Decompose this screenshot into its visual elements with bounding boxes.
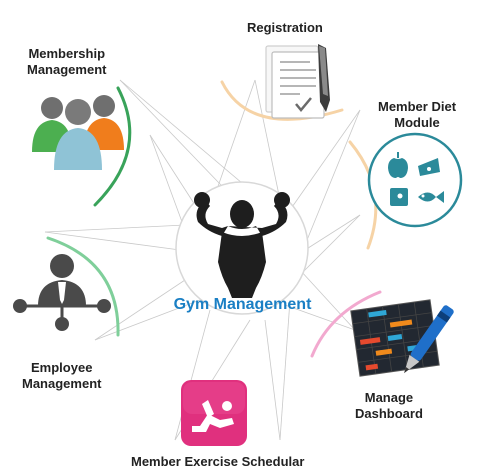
employee-arc	[46, 236, 120, 337]
exercise-label: Member Exercise Schedular	[131, 454, 305, 469]
diet-label: Member Diet Module	[378, 99, 456, 131]
exercise-app-icon	[181, 380, 247, 446]
dashboard-label: Manage Dashboard	[355, 390, 423, 422]
dashboard-label-line1: Manage	[364, 390, 414, 405]
membership-label-line2: Management	[27, 62, 107, 77]
people-group-icon	[32, 95, 124, 170]
diet-label-line1: Member Diet	[378, 99, 457, 114]
bodybuilder-icon	[194, 192, 290, 298]
dashboard-arc	[310, 290, 382, 358]
center-title: Gym Management	[173, 296, 312, 313]
food-groups-icon	[367, 132, 463, 228]
membership-label: Membership Management	[27, 46, 106, 78]
dashboard-label-line2: Dashboard	[355, 406, 423, 421]
membership-label-line1: Membership	[28, 46, 106, 61]
diet-label-line2: Module	[394, 115, 440, 130]
employee-network-icon	[13, 254, 111, 331]
employee-label-line2: Management	[22, 376, 102, 391]
clipboard-pen-icon	[265, 44, 330, 119]
dashboard-pen-icon	[350, 299, 454, 377]
employee-label-line1: Employee	[31, 360, 93, 375]
employee-label: Employee Management	[22, 360, 101, 392]
registration-label: Registration	[247, 20, 323, 35]
membership-arc	[93, 86, 132, 207]
